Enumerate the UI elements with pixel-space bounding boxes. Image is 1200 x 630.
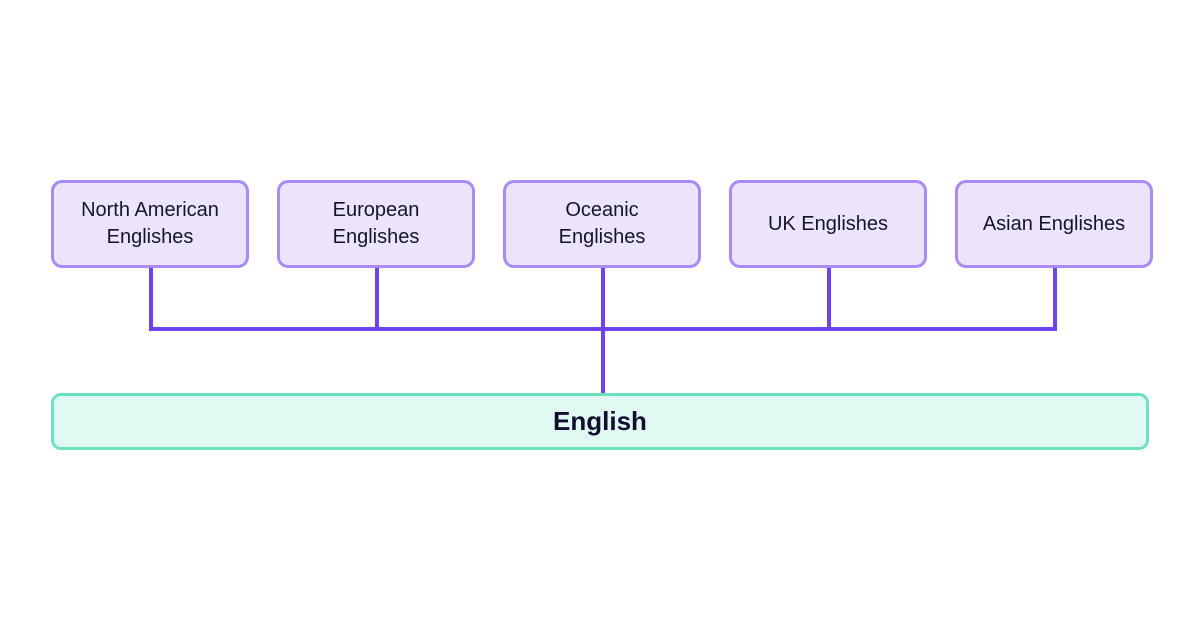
node-label: Asian Englishes	[982, 212, 1126, 235]
node-label: Oceanic Englishes	[558, 199, 646, 248]
connector-stem-north-american	[149, 268, 153, 331]
node-asian-englishes: Asian Englishes	[955, 180, 1153, 268]
connector-stem-european	[375, 268, 379, 331]
node-english-root: English	[51, 393, 1149, 450]
node-uk-englishes: UK Englishes	[729, 180, 927, 268]
node-label: UK Englishes	[767, 212, 889, 235]
connector-stem-uk	[827, 268, 831, 331]
node-label: North American Englishes	[81, 199, 219, 248]
connector-root-stem	[601, 331, 605, 394]
node-european-englishes: European Englishes	[277, 180, 475, 268]
node-north-american-englishes: North American Englishes	[51, 180, 249, 268]
node-oceanic-englishes: Oceanic Englishes	[503, 180, 701, 268]
connector-stem-oceanic	[601, 268, 605, 331]
connector-stem-asian	[1053, 268, 1057, 331]
node-label: European Englishes	[332, 199, 420, 248]
connector-horizontal-bus	[149, 327, 1057, 331]
root-label: English	[553, 406, 647, 436]
